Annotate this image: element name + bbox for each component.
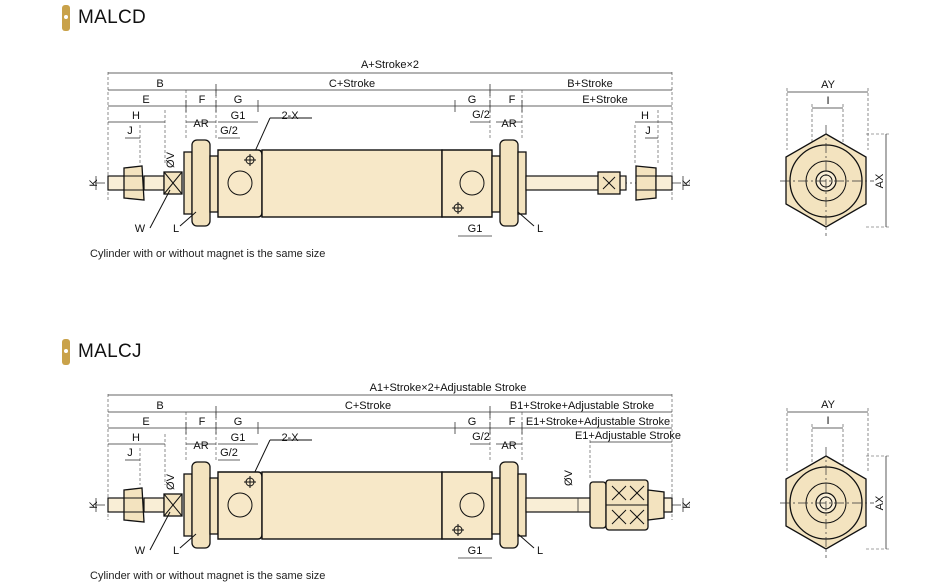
- label-port: 2-X: [281, 110, 299, 122]
- dim-e-left: E: [142, 94, 149, 106]
- dim-h-left: H: [132, 110, 140, 122]
- label-w: W: [135, 545, 146, 557]
- dim-ay: AY: [821, 79, 836, 91]
- dim-ax: AX: [874, 495, 886, 510]
- dim-i: I: [826, 95, 829, 107]
- dim-f-left: F: [199, 94, 206, 106]
- dim-j-right: J: [645, 125, 651, 137]
- malcj-side-view-drawing: A1+Stroke×2+Adjustable Stroke B C+Stroke…: [88, 382, 693, 559]
- dim-ov: ØV: [165, 151, 177, 168]
- malcd-end-view-drawing: AY I AX: [780, 79, 890, 236]
- dim-g1-right: G1: [468, 545, 483, 557]
- dim-ar-left: AR: [193, 440, 208, 452]
- dim-g2-right: G/2: [472, 431, 490, 443]
- label-l-left: L: [173, 223, 179, 235]
- dim-h-left: H: [132, 432, 140, 444]
- dim-g1-right: G1: [468, 223, 483, 235]
- dim-g-right: G: [468, 94, 477, 106]
- label-l-right: L: [537, 223, 543, 235]
- dim-ar-right: AR: [501, 440, 516, 452]
- section-marker-icon: [62, 339, 70, 365]
- dim-e-left: E: [142, 416, 149, 428]
- section-header-malcj: MALCJ: [62, 339, 142, 365]
- label-l-right: L: [537, 545, 543, 557]
- note-malcd: Cylinder with or without magnet is the s…: [90, 248, 326, 260]
- section-title: MALCD: [78, 7, 147, 28]
- dim-i: I: [826, 415, 829, 427]
- dim-g2-left: G/2: [220, 447, 238, 459]
- dim-e-right: E+Stroke: [582, 94, 628, 106]
- dim-e-right: E1+Stroke+Adjustable Stroke: [526, 416, 670, 428]
- dim-k-right: K: [681, 501, 693, 509]
- dim-ov-right: ØV: [563, 469, 575, 486]
- dim-j-left: J: [127, 447, 133, 459]
- label-l-left: L: [173, 545, 179, 557]
- dim-k-right: K: [681, 179, 693, 187]
- dim-g2-left: G/2: [220, 125, 238, 137]
- section-title: MALCJ: [78, 341, 142, 362]
- dim-ay: AY: [821, 399, 836, 411]
- dim-f-right: F: [509, 94, 516, 106]
- dim-e1: E1+Adjustable Stroke: [575, 430, 681, 442]
- dim-b-left: B: [156, 400, 163, 412]
- dim-ar-right: AR: [501, 118, 516, 130]
- dim-f-right: F: [509, 416, 516, 428]
- dim-k-left: K: [88, 501, 100, 509]
- dim-overall: A1+Stroke×2+Adjustable Stroke: [370, 382, 527, 394]
- dim-j-left: J: [127, 125, 133, 137]
- malcd-side-view-drawing: A+Stroke×2 B C+Stroke B+Stroke E F G G F…: [88, 59, 693, 237]
- dim-b-left: B: [156, 78, 163, 90]
- label-port: 2-X: [281, 432, 299, 444]
- dim-g2-right: G/2: [472, 109, 490, 121]
- dim-b-right: B1+Stroke+Adjustable Stroke: [510, 400, 654, 412]
- section-marker-icon: [62, 5, 70, 31]
- dim-c: C+Stroke: [345, 400, 391, 412]
- dim-g1-left: G1: [231, 110, 246, 122]
- dim-f-left: F: [199, 416, 206, 428]
- dim-h-right: H: [641, 110, 649, 122]
- dim-g-right: G: [468, 416, 477, 428]
- dim-ax: AX: [874, 173, 886, 188]
- dim-c: C+Stroke: [329, 78, 375, 90]
- dim-overall: A+Stroke×2: [361, 59, 419, 71]
- section-header-malcd: MALCD: [62, 5, 146, 31]
- dim-k-left: K: [88, 179, 100, 187]
- dim-b-right: B+Stroke: [567, 78, 613, 90]
- dim-g-left: G: [234, 94, 243, 106]
- malcj-end-view-drawing: AY I AX: [780, 399, 890, 558]
- note-malcj: Cylinder with or without magnet is the s…: [90, 570, 326, 582]
- label-w: W: [135, 223, 146, 235]
- dim-g1-left: G1: [231, 432, 246, 444]
- dim-ar-left: AR: [193, 118, 208, 130]
- dim-g-left: G: [234, 416, 243, 428]
- dim-ov: ØV: [165, 473, 177, 490]
